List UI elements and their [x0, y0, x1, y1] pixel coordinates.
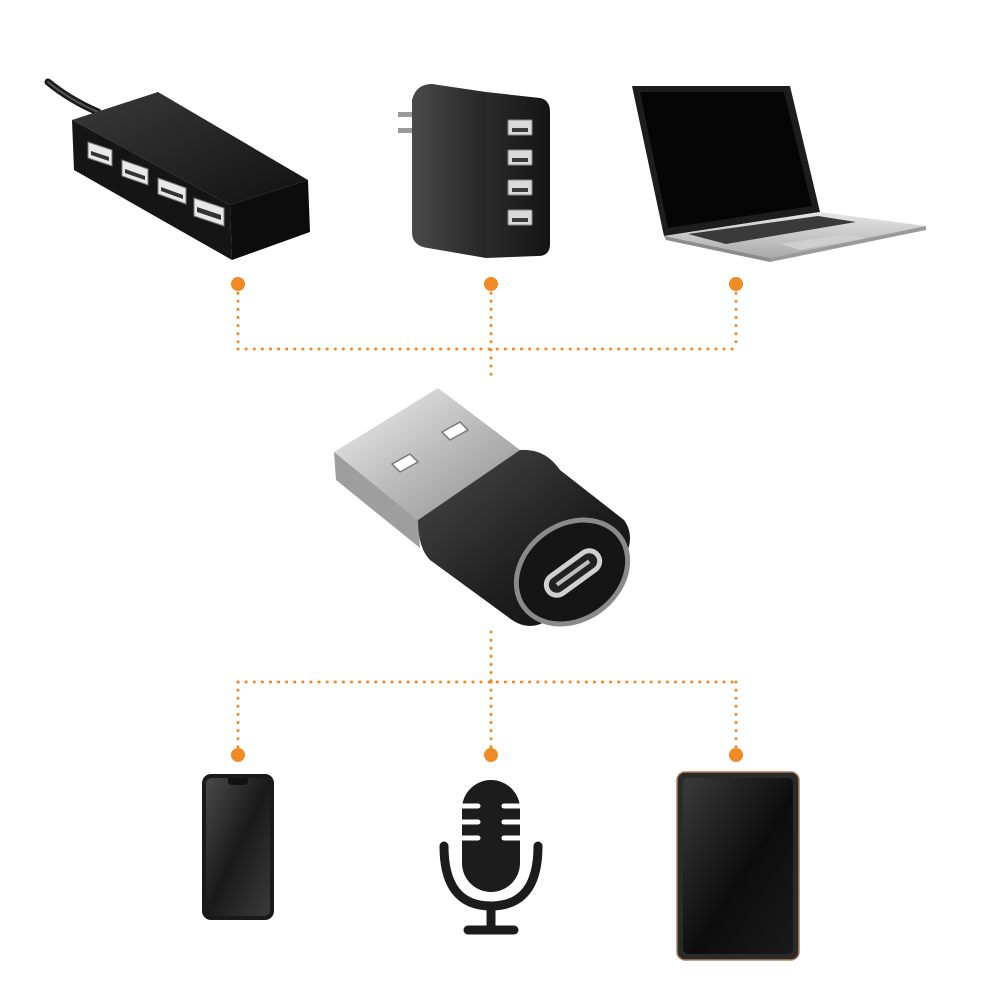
usb-hub-icon [44, 78, 310, 260]
connector-lines [236, 283, 738, 756]
connector-dots [231, 277, 743, 762]
connector-dot-tablet [729, 748, 743, 762]
connector-dot-phone [231, 748, 245, 762]
connector-dot-charger [484, 277, 498, 291]
smartphone-icon [202, 774, 274, 920]
tablet-icon [676, 771, 800, 961]
microphone-icon [439, 780, 543, 935]
connector-dot-mic [484, 748, 498, 762]
laptop-icon [632, 86, 926, 262]
usb-a-to-usb-c-adapter-icon [334, 388, 631, 627]
connector-dot-hub [231, 277, 245, 291]
connector-dot-laptop [729, 277, 743, 291]
wall-charger-icon [398, 84, 550, 258]
